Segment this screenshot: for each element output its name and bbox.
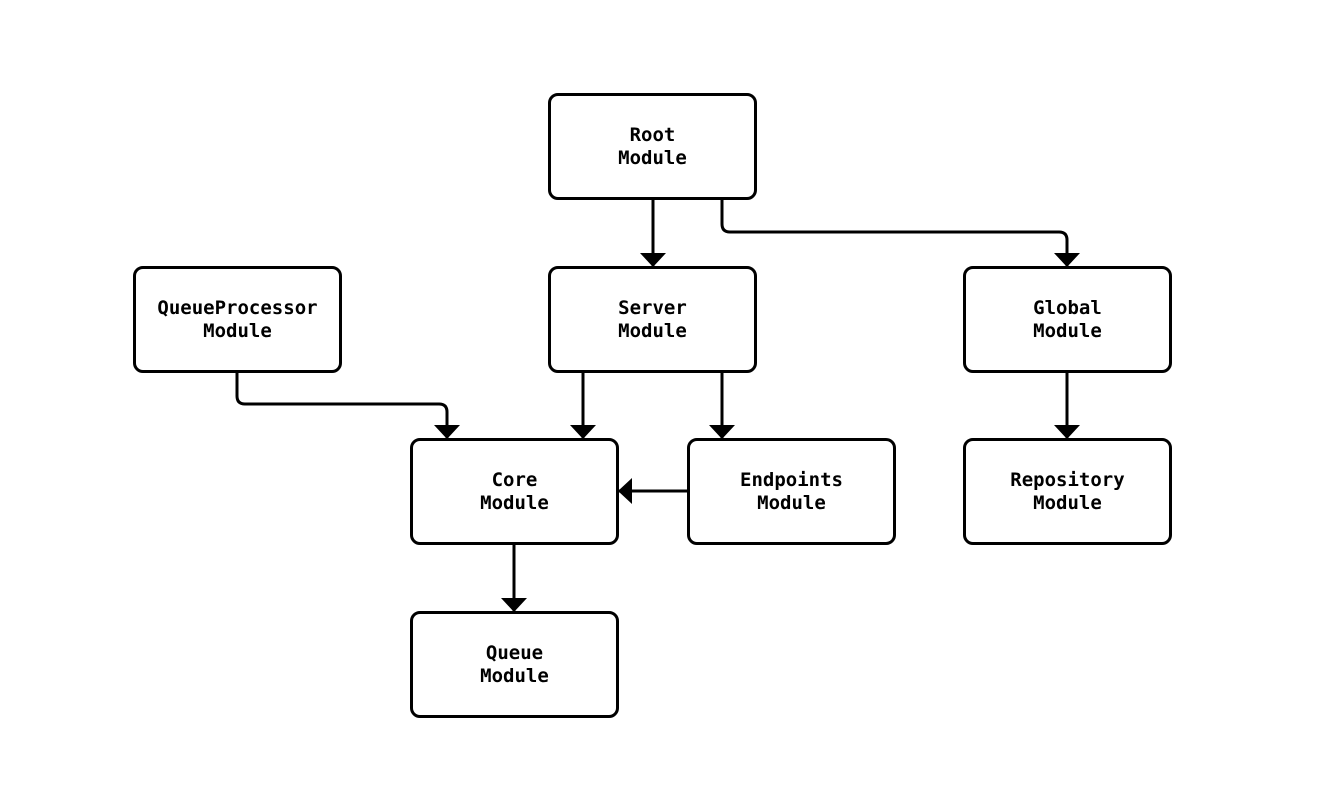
diagram-node-core: Core Module xyxy=(410,438,619,545)
node-label-endpoints: Endpoints Module xyxy=(740,469,843,514)
diagram-node-server: Server Module xyxy=(548,266,757,373)
node-label-repository: Repository Module xyxy=(1010,469,1125,514)
edge-root-to-global xyxy=(720,196,1080,268)
node-label-root: Root Module xyxy=(618,124,687,169)
diagram-node-root: Root Module xyxy=(548,93,757,200)
node-label-queueprocessor: QueueProcessor Module xyxy=(157,297,318,342)
node-label-server: Server Module xyxy=(618,297,687,342)
diagram-node-queueprocessor: QueueProcessor Module xyxy=(133,266,342,373)
diagram-node-queue: Queue Module xyxy=(410,611,619,718)
node-label-queue: Queue Module xyxy=(480,642,549,687)
diagram-node-endpoints: Endpoints Module xyxy=(687,438,896,545)
diagram-node-global: Global Module xyxy=(963,266,1172,373)
edge-queueprocessor-to-core xyxy=(235,371,460,440)
node-label-global: Global Module xyxy=(1033,297,1102,342)
node-label-core: Core Module xyxy=(480,469,549,514)
diagram-node-repository: Repository Module xyxy=(963,438,1172,545)
